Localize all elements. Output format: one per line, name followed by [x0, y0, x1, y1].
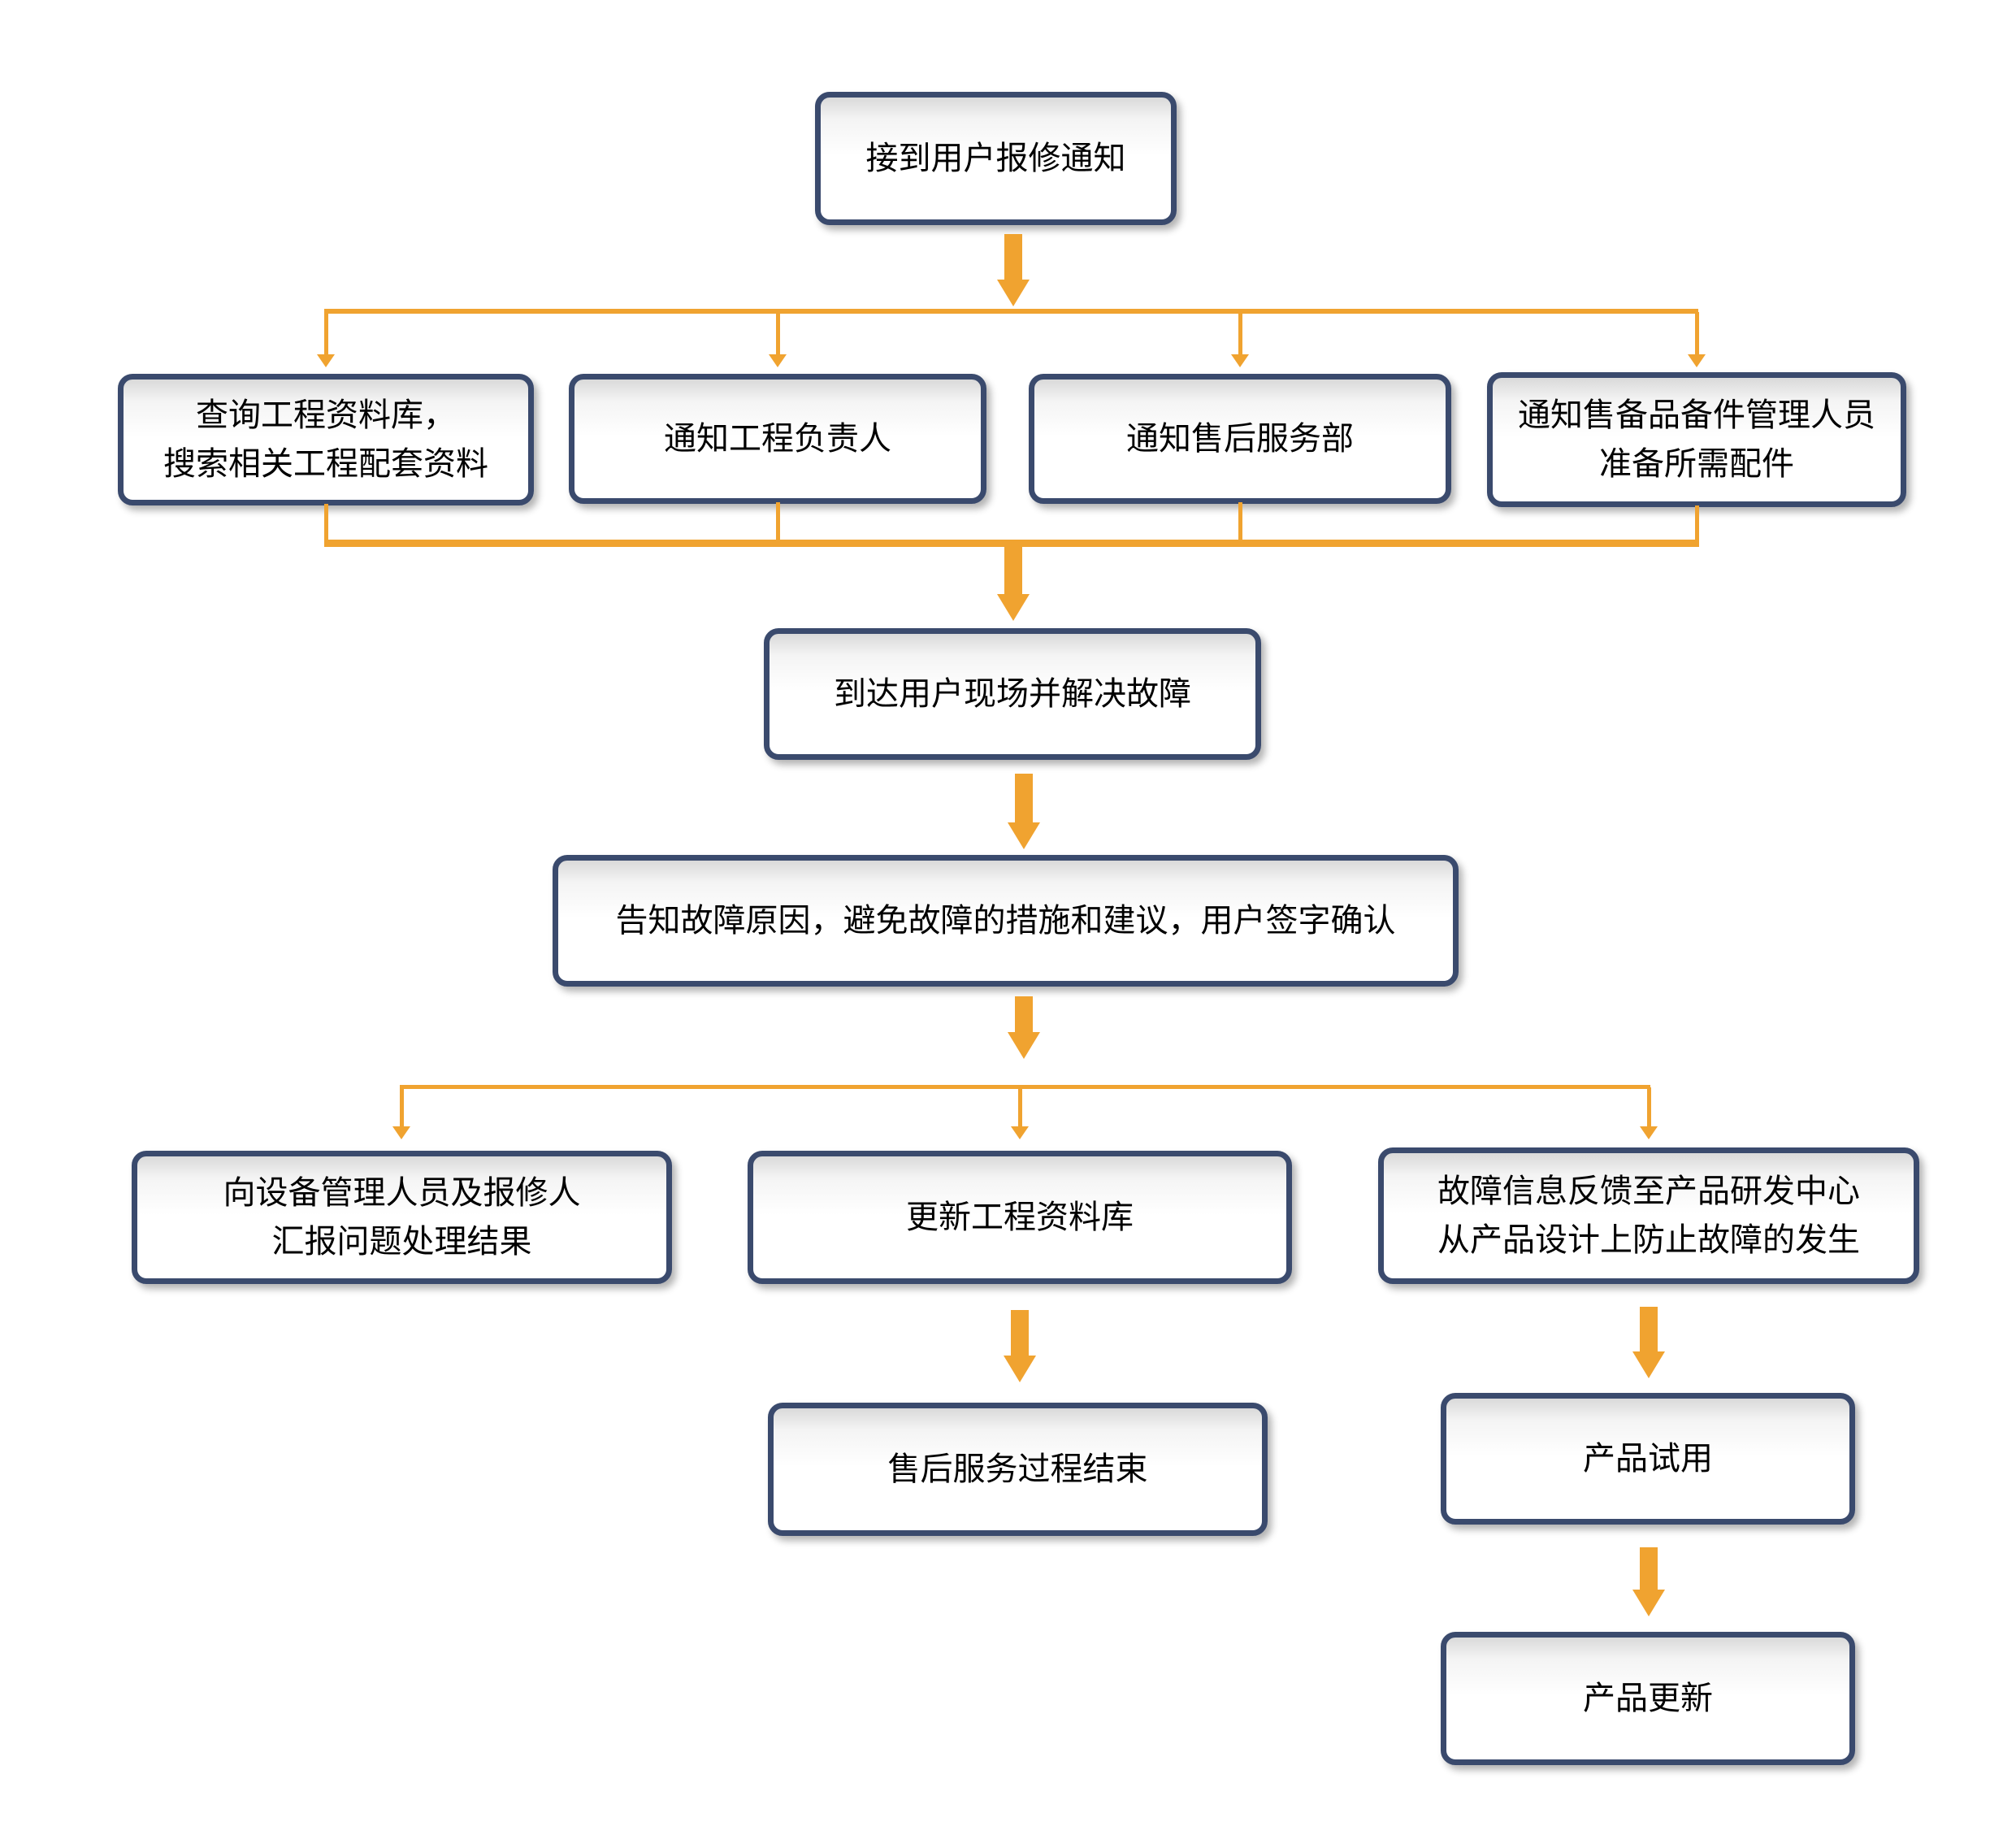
node-receive-notice-label: 接到用户报修通知	[865, 140, 1126, 177]
arrow-arrive-to-inform-icon	[1008, 774, 1040, 849]
node-notify-aftersales-label: 通知售后服务部	[1126, 420, 1354, 458]
node-product-update-label: 产品更新	[1583, 1680, 1713, 1717]
node-arrive-resolve-label: 到达用户现场并解决故障	[834, 675, 1191, 713]
node-product-trial: 产品试用	[1441, 1393, 1855, 1525]
merge-stub-notify-aftersales	[1238, 502, 1242, 543]
node-query-database: 查询工程资料库， 搜索相关工程配套资料	[118, 374, 534, 505]
node-notify-engineer-label: 通知工程负责人	[664, 420, 891, 458]
arrow-trial-to-update-icon	[1632, 1547, 1665, 1616]
node-feedback-rnd: 故障信息反馈至产品研发中心 从产品设计上防止故障的发生	[1378, 1147, 1919, 1284]
node-report-result-label: 向设备管理人员及报修人 汇报问题处理结果	[223, 1174, 581, 1260]
node-feedback-rnd-label: 故障信息反馈至产品研发中心 从产品设计上防止故障的发生	[1437, 1173, 1860, 1259]
node-product-update: 产品更新	[1441, 1632, 1855, 1765]
split-line-bottom	[400, 1085, 1650, 1089]
node-service-end-label: 售后服务过程结束	[887, 1451, 1148, 1488]
branch-arrow-notify-engineer-icon	[769, 312, 787, 367]
node-arrive-resolve: 到达用户现场并解决故障	[764, 628, 1261, 760]
branch-arrow-notify-spareparts-icon	[1688, 312, 1706, 367]
arrow-inform-down-icon	[1008, 996, 1040, 1059]
branch-arrow-report-icon	[392, 1087, 410, 1139]
node-notify-aftersales: 通知售后服务部	[1029, 374, 1451, 504]
node-notify-spareparts: 通知售备品备件管理人员 准备所需配件	[1487, 372, 1906, 507]
split-line-top	[324, 309, 1698, 314]
node-report-result: 向设备管理人员及报修人 汇报问题处理结果	[132, 1151, 672, 1284]
node-update-database: 更新工程资料库	[748, 1151, 1292, 1284]
node-update-database-label: 更新工程资料库	[906, 1199, 1134, 1236]
branch-arrow-query-icon	[317, 312, 335, 367]
node-receive-notice: 接到用户报修通知	[815, 92, 1177, 225]
merge-line	[324, 540, 1699, 547]
node-service-end: 售后服务过程结束	[768, 1403, 1268, 1536]
arrow-update-to-end-icon	[1004, 1310, 1036, 1382]
branch-arrow-update-database-icon	[1011, 1087, 1029, 1139]
arrow-receive-down-icon	[997, 234, 1030, 306]
arrow-feedback-to-trial-icon	[1632, 1307, 1665, 1378]
merge-stub-notify-spareparts	[1695, 505, 1699, 543]
node-inform-confirm: 告知故障原因，避免故障的措施和建议，用户签字确认	[553, 855, 1459, 987]
branch-arrow-notify-aftersales-icon	[1231, 312, 1249, 367]
branch-arrow-feedback-icon	[1640, 1087, 1658, 1139]
node-notify-engineer: 通知工程负责人	[569, 374, 986, 504]
arrow-merge-down-icon	[997, 547, 1030, 621]
merge-stub-notify-engineer	[776, 502, 780, 543]
node-inform-confirm-label: 告知故障原因，避免故障的措施和建议，用户签字确认	[615, 902, 1396, 939]
node-query-database-label: 查询工程资料库， 搜索相关工程配套资料	[163, 397, 488, 483]
node-notify-spareparts-label: 通知售备品备件管理人员 准备所需配件	[1518, 397, 1875, 483]
node-product-trial-label: 产品试用	[1583, 1440, 1713, 1477]
merge-stub-query	[324, 504, 328, 543]
